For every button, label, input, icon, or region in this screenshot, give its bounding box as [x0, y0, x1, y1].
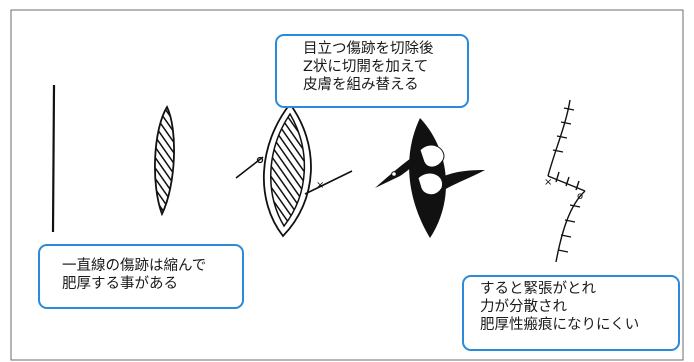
- hypertrophic-scar: [154, 105, 175, 217]
- excision-inner-hatch: [270, 112, 306, 228]
- excision-stage: ×: [235, 102, 353, 238]
- callout-line: 肥厚性瘢痕になりにくい: [480, 317, 640, 333]
- callout-line: 力が分散され: [480, 299, 567, 315]
- callout-line: Z状に切開を加えて: [303, 59, 429, 75]
- z-incision-right-arm: [304, 170, 353, 195]
- circle-mark-stage4: [391, 171, 397, 177]
- callout-tension-relief: すると緊張がとれ 力が分散され 肥厚性瘢痕になりにくい: [462, 275, 680, 351]
- cross-mark-label: ×: [316, 180, 324, 191]
- sutured-z-line: × o: [544, 99, 586, 263]
- callout-excision-z-incision: 目立つ傷跡を切除後 Z状に切開を加えて 皮膚を組み替える: [275, 34, 469, 108]
- callout-line: 皮膚を組み替える: [303, 77, 419, 93]
- suture-ticks: [552, 107, 581, 253]
- circle-mark-label-final: o: [577, 191, 583, 202]
- callout-line: 目立つ傷跡を切除後: [303, 41, 434, 57]
- cross-mark-label-final: ×: [544, 177, 552, 188]
- callout-line: すると緊張がとれ: [480, 281, 596, 297]
- straight-scar-line: [51, 84, 56, 233]
- callout-line: 肥厚する事がある: [62, 276, 178, 292]
- flap-highlight-lower: [417, 172, 444, 196]
- circle-mark: [256, 156, 264, 164]
- flap-transposition-stage: [375, 118, 485, 238]
- right-flap: [440, 170, 485, 190]
- callout-straight-scar: 一直線の傷跡は縮んで 肥厚する事がある: [38, 244, 244, 309]
- sutured-line-upper: [547, 99, 571, 177]
- excision-outer-outline: [262, 102, 312, 238]
- z-incision-left-arm: [235, 156, 264, 179]
- flap-highlight-upper: [419, 144, 445, 168]
- left-flap: [375, 150, 422, 188]
- callout-line: 一直線の傷跡は縮んで: [62, 258, 207, 274]
- figure-border: [10, 9, 684, 361]
